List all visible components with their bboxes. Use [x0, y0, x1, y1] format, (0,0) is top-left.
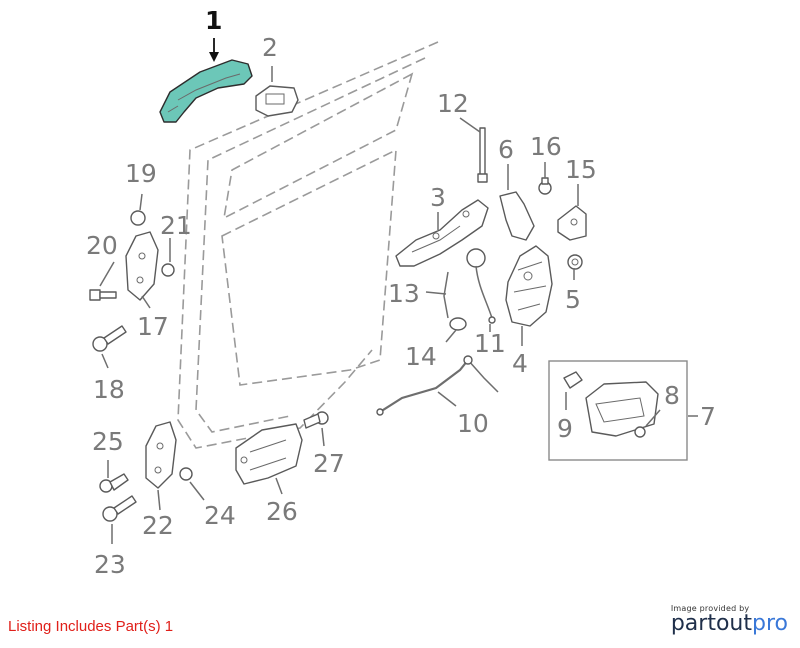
part-26-door-check [235, 423, 303, 485]
callout-17: 17 [137, 312, 169, 341]
callout-20: 20 [86, 231, 118, 260]
callout-8: 8 [664, 381, 680, 410]
part-6-bracket [499, 191, 535, 241]
part-13-rod [443, 271, 449, 319]
callout-21: 21 [160, 211, 192, 240]
part-25-bolt [99, 473, 129, 493]
callout-10: 10 [457, 409, 489, 438]
callout-12: 12 [437, 89, 469, 118]
part-2-handle-bracket [255, 85, 299, 117]
part-19-nut [130, 210, 146, 226]
callout-16: 16 [530, 132, 562, 161]
part-23-bolt [102, 495, 137, 522]
brand-logo: Image provided by partoutpro [671, 604, 788, 635]
part-24-nut [179, 467, 193, 481]
callout-4: 4 [512, 349, 528, 378]
callout-9: 9 [557, 414, 573, 443]
provided-by-label: Image provided by [670, 604, 750, 613]
part-20-bolt [89, 289, 117, 301]
callout-23: 23 [94, 550, 126, 579]
listing-note: Listing Includes Part(s) 1 [8, 618, 174, 635]
callout-25: 25 [92, 427, 124, 456]
callout-27: 27 [313, 449, 345, 478]
part-15-small-bracket [557, 205, 587, 241]
part-4-door-latch [505, 245, 553, 327]
part-22-lower-hinge [145, 421, 177, 489]
callout-5: 5 [565, 285, 581, 314]
callout-11: 11 [474, 329, 506, 358]
part-17-upper-hinge [125, 231, 159, 301]
part-16-bolt [538, 177, 552, 195]
part-21-nut [161, 263, 175, 277]
callout-3: 3 [430, 183, 446, 212]
callout-13: 13 [388, 279, 420, 308]
part-27-bolt [303, 411, 329, 429]
part-5-grommet [567, 254, 583, 270]
callout-22: 22 [142, 511, 174, 540]
part-1-outside-handle[interactable] [159, 59, 253, 123]
part-14-grommet [449, 317, 467, 331]
brand-name-part2: pro [752, 611, 788, 636]
part-10-remote-cable [376, 355, 499, 416]
part-11-cable [466, 248, 496, 324]
part-12-rod [477, 127, 488, 183]
callout-2: 2 [262, 33, 278, 62]
brand-name-part1: partout [670, 611, 752, 636]
callout-19: 19 [125, 159, 157, 188]
part-7-inside-handle-box [548, 360, 688, 461]
door-frame-outline [177, 41, 439, 449]
callout-7: 7 [700, 402, 716, 431]
brand-name: partoutpro [671, 613, 788, 635]
callout-18: 18 [93, 375, 125, 404]
callout-15: 15 [565, 155, 597, 184]
part-18-bolt [92, 325, 127, 352]
leader-lines [99, 38, 698, 544]
callout-14: 14 [405, 342, 437, 371]
callout-6: 6 [498, 135, 514, 164]
callout-1: 1 [205, 6, 222, 35]
callout-24: 24 [204, 501, 236, 530]
part-3-handle-frame [395, 199, 489, 267]
callout-26: 26 [266, 497, 298, 526]
